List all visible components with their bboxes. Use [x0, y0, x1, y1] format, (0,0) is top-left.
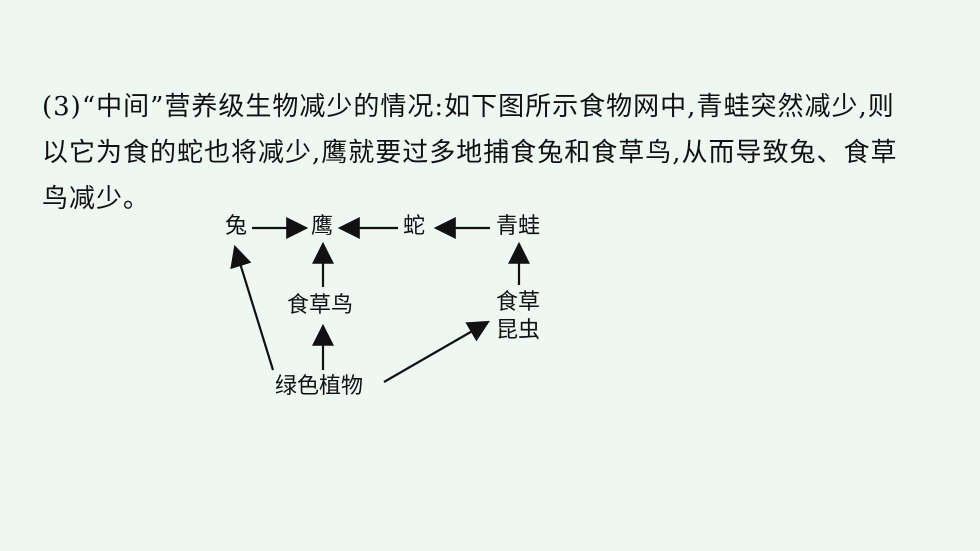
node-green-plants: 绿色植物	[275, 374, 364, 399]
node-rabbit: 兔	[225, 214, 248, 239]
paragraph-line-1: (3)“中间”营养级生物减少的情况:如下图所示食物网中,青蛙突然减少,则	[42, 92, 895, 122]
node-herbivorous-bird: 食草鸟	[287, 293, 354, 318]
node-snake: 蛇	[403, 214, 426, 239]
arrow-plants-to-insect	[383, 320, 490, 383]
node-herbivorous-insect-line2: 昆虫	[496, 318, 541, 343]
node-frog: 青蛙	[496, 214, 541, 239]
arrow-plants-to-rabbit	[230, 244, 275, 371]
text-paragraph: (3)“中间”营养级生物减少的情况:如下图所示食物网中,青蛙突然减少,则 以它为…	[42, 84, 952, 222]
paragraph-line-3: 鸟减少。	[42, 184, 151, 214]
paragraph-line-2: 以它为食的蛇也将减少,鹰就要过多地捕食兔和食草鸟,从而导致兔、食草	[42, 138, 898, 168]
node-eagle: 鹰	[311, 214, 334, 239]
node-herbivorous-insect-line1: 食草	[496, 290, 541, 315]
